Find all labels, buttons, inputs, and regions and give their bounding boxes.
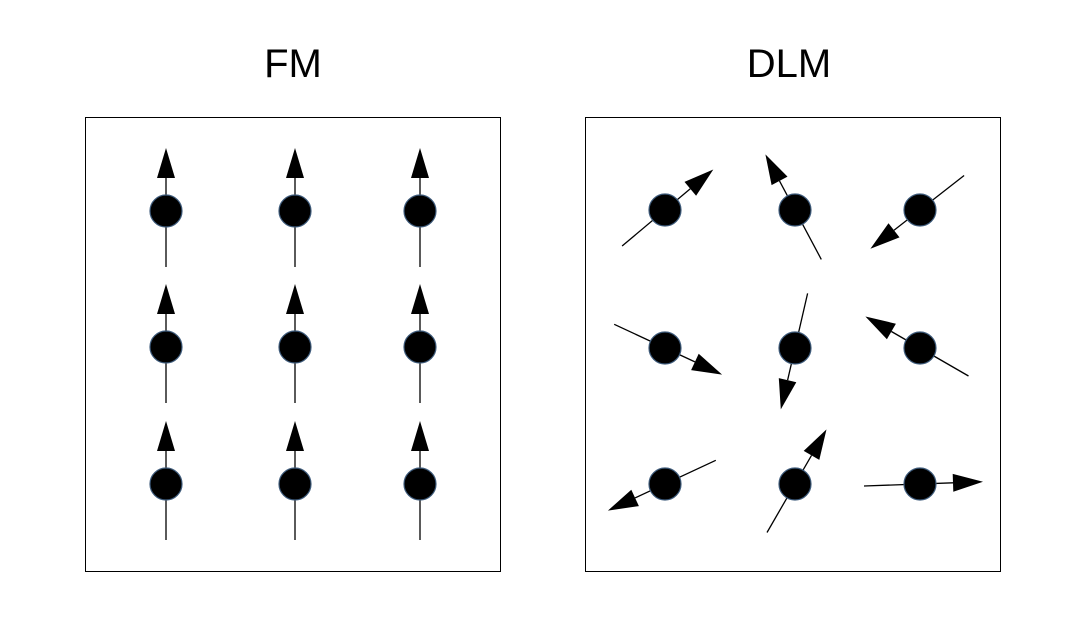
spin-arrow-head (286, 284, 304, 314)
spin-arrow-head (286, 148, 304, 178)
fm-spin-lattice (149, 148, 437, 540)
dlm-spin-7 (607, 459, 717, 511)
dlm-spin-1 (621, 169, 714, 247)
atom-site (903, 193, 937, 227)
atom-site (278, 467, 312, 501)
dlm-spin-8 (766, 429, 827, 533)
atom-site (403, 194, 437, 228)
fm-spin-4 (149, 284, 183, 403)
atom-site (278, 194, 312, 228)
spin-arrow-head (691, 353, 723, 375)
atom-site (648, 193, 682, 227)
fm-panel-title: FM (264, 42, 322, 86)
spin-arrow-head (157, 284, 175, 314)
fm-spin-3 (403, 148, 437, 267)
spin-arrow-head (157, 421, 175, 451)
dlm-panel-title: DLM (746, 42, 832, 86)
atom-site (903, 331, 937, 365)
spin-arrow-head (952, 473, 983, 492)
atom-site (903, 467, 937, 501)
atom-site (778, 331, 812, 365)
atom-site (278, 330, 312, 364)
atom-site (149, 194, 183, 228)
dlm-spin-lattice (607, 154, 983, 533)
spin-arrow-head (778, 378, 797, 410)
spin-arrow-head (870, 223, 900, 249)
atom-site (149, 330, 183, 364)
dlm-spin-9 (863, 467, 983, 501)
fm-spin-8 (278, 421, 312, 540)
dlm-spin-3 (870, 174, 965, 249)
spin-arrow-head (865, 316, 896, 340)
atom-site (648, 467, 682, 501)
atom-site (149, 467, 183, 501)
atom-site (403, 330, 437, 364)
spin-arrow-head (411, 421, 429, 451)
atom-site (778, 193, 812, 227)
spin-arrow-head (157, 148, 175, 178)
fm-spin-2 (278, 148, 312, 267)
spin-arrow-head (803, 429, 827, 460)
spin-arrow-head (765, 154, 788, 186)
spin-arrow-head (684, 169, 714, 196)
atom-site (648, 331, 682, 365)
atom-site (403, 467, 437, 501)
dlm-spin-2 (765, 154, 822, 260)
spin-arrow-head (607, 489, 639, 511)
atom-site (778, 467, 812, 501)
spin-arrow-head (411, 148, 429, 178)
fm-spin-5 (278, 284, 312, 403)
fm-spin-6 (403, 284, 437, 403)
spin-arrow-head (286, 421, 304, 451)
fm-panel-frame (85, 117, 501, 572)
dlm-spin-6 (865, 316, 969, 377)
dlm-spin-5 (778, 293, 812, 410)
fm-spin-7 (149, 421, 183, 540)
dlm-spin-4 (613, 323, 723, 375)
fm-spin-9 (403, 421, 437, 540)
fm-spin-1 (149, 148, 183, 267)
spin-arrow-head (411, 284, 429, 314)
dlm-panel-frame (585, 117, 1001, 572)
